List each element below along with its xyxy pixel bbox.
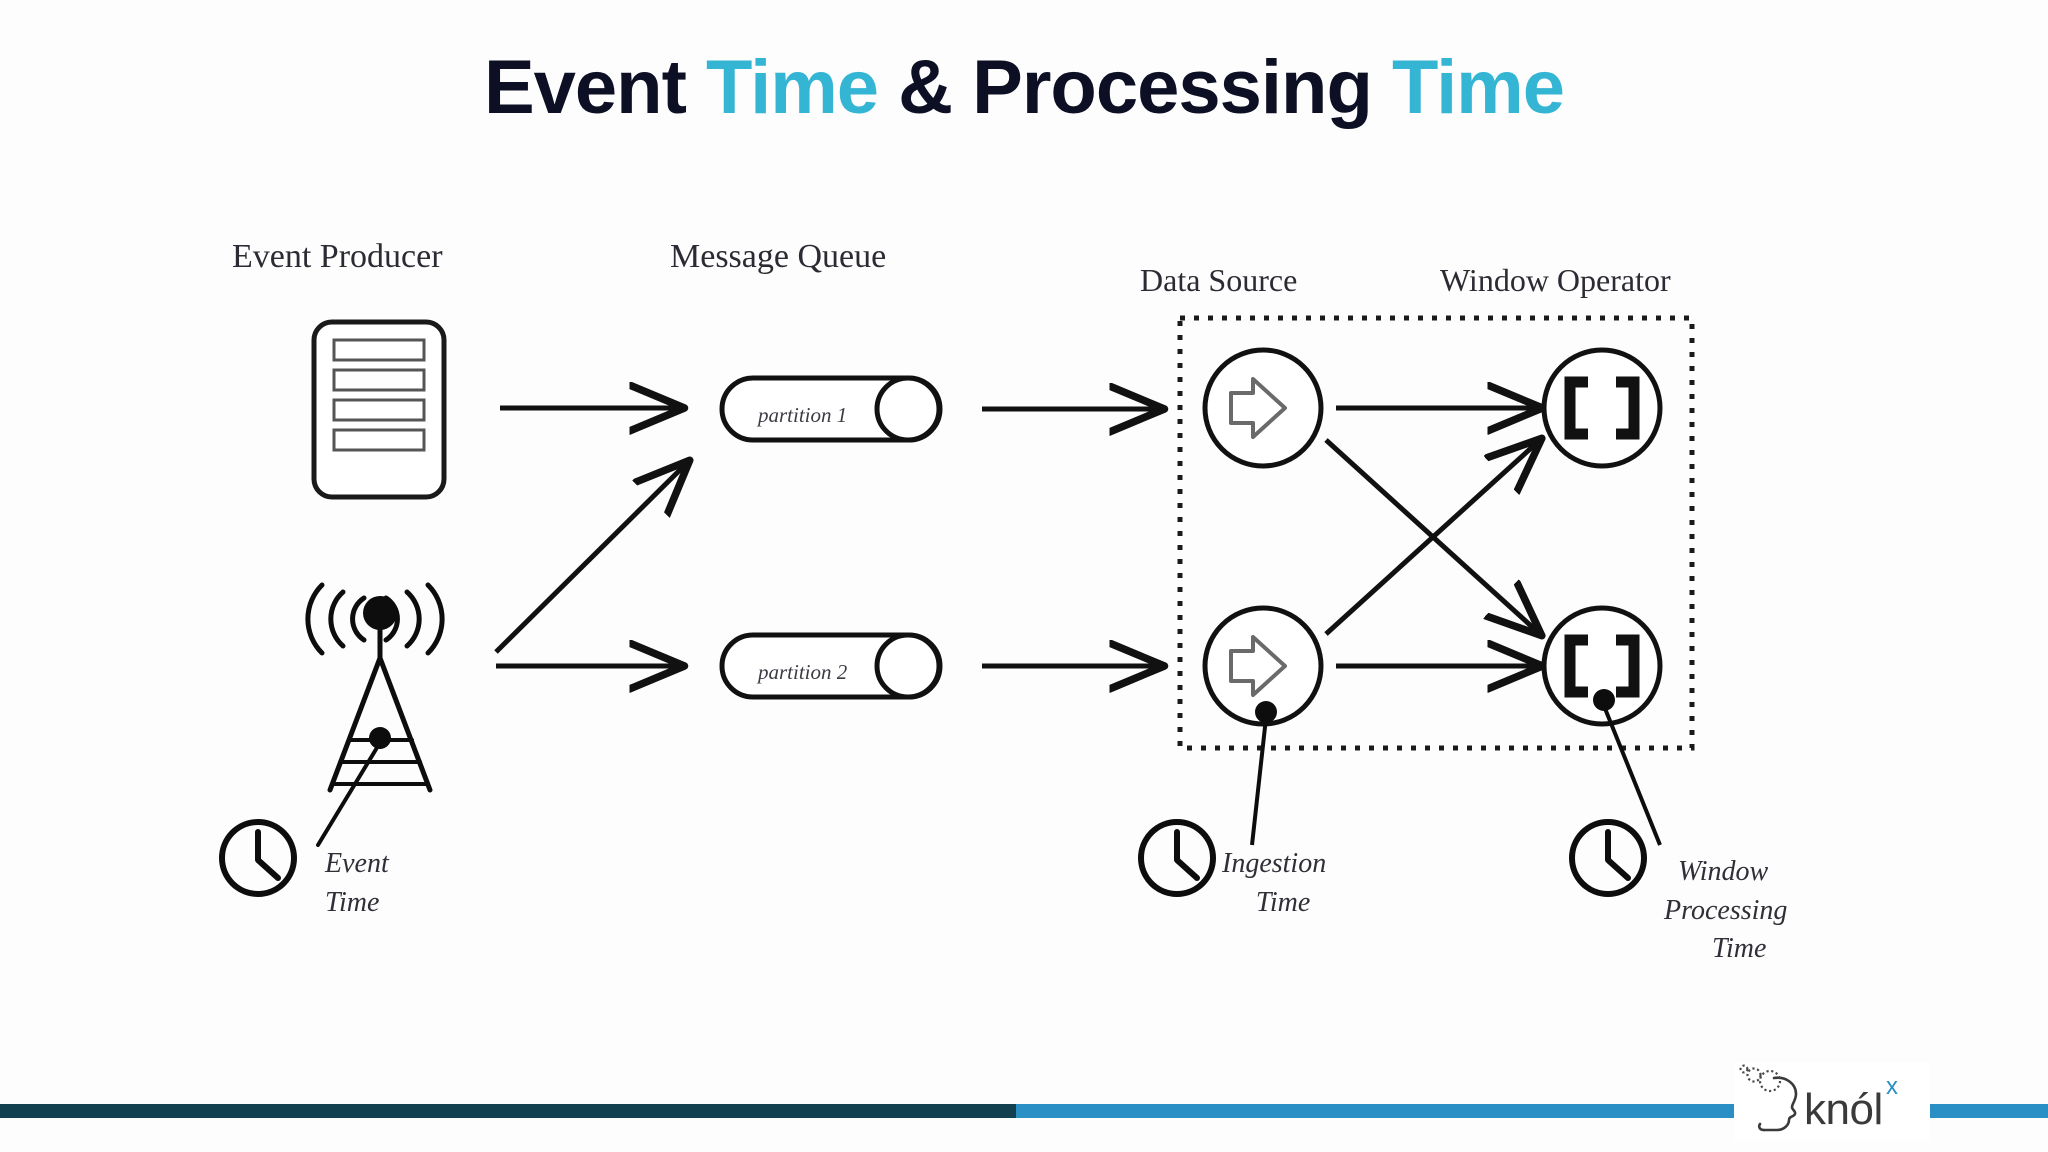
arrow-in-circle-icon-1 [1202,347,1324,469]
partition-1-label: partition 1 [758,403,848,427]
caption-window-processing-time: Window Processing Time [1664,853,1787,969]
caption-window-time-line1: Window [1678,856,1769,887]
title-part-1: Event [483,45,707,130]
label-event-producer: Event Producer [232,238,443,275]
arrow-tower-to-partition1 [494,462,688,654]
producer-to-queue-arrows [494,408,688,666]
brackets-in-circle-icon-1 [1541,347,1663,469]
caption-window-time-line3: Time [1712,933,1767,965]
broadcast-tower-icon [305,582,445,847]
caption-event-time-line1: Event [325,848,389,879]
data-source-window-group-box [1177,315,1695,751]
label-message-queue: Message Queue [670,238,887,275]
knolx-logo: knól x [1734,1062,1930,1140]
clock-icon-ingestion-time [1138,819,1216,897]
logo-superscript: x [1886,1073,1898,1100]
caption-ingestion-time-line1: Ingestion [1222,848,1327,879]
source-to-window-arrows [1324,408,1540,666]
label-window-operator: Window Operator [1440,262,1671,298]
server-rack-icon [311,319,447,500]
label-data-source: Data Source [1140,262,1298,298]
arrow-source2-to-window1 [1324,440,1540,636]
page-title: Event Time & Processing Time [0,48,2048,128]
caption-window-time-line2: Processing [1664,894,1788,926]
queue-to-source-arrows [982,409,1162,666]
arrow-source1-to-window2 [1324,438,1540,634]
title-part-4-accent: Time [1392,45,1565,130]
title-part-2-accent: Time [706,45,879,130]
partition-2-label: partition 2 [758,660,848,684]
clock-icon-event-time [219,819,297,897]
title-part-3: & Processing [878,45,1393,130]
footer-bar-dark-segment [0,1104,1016,1118]
arrow-in-circle-icon-2 [1202,605,1324,846]
logo-wordmark: knól [1804,1085,1883,1134]
head-profile-icon [1757,1076,1798,1132]
caption-event-time-line2: Time [325,886,380,918]
caption-event-time: Event Time [325,845,389,922]
brackets-in-circle-icon-2 [1541,605,1663,846]
caption-ingestion-time: Ingestion Time [1222,845,1326,922]
idea-bubbles-icon [1739,1064,1782,1093]
caption-ingestion-time-line2: Time [1255,886,1311,918]
clock-icon-window-processing-time [1569,819,1647,897]
